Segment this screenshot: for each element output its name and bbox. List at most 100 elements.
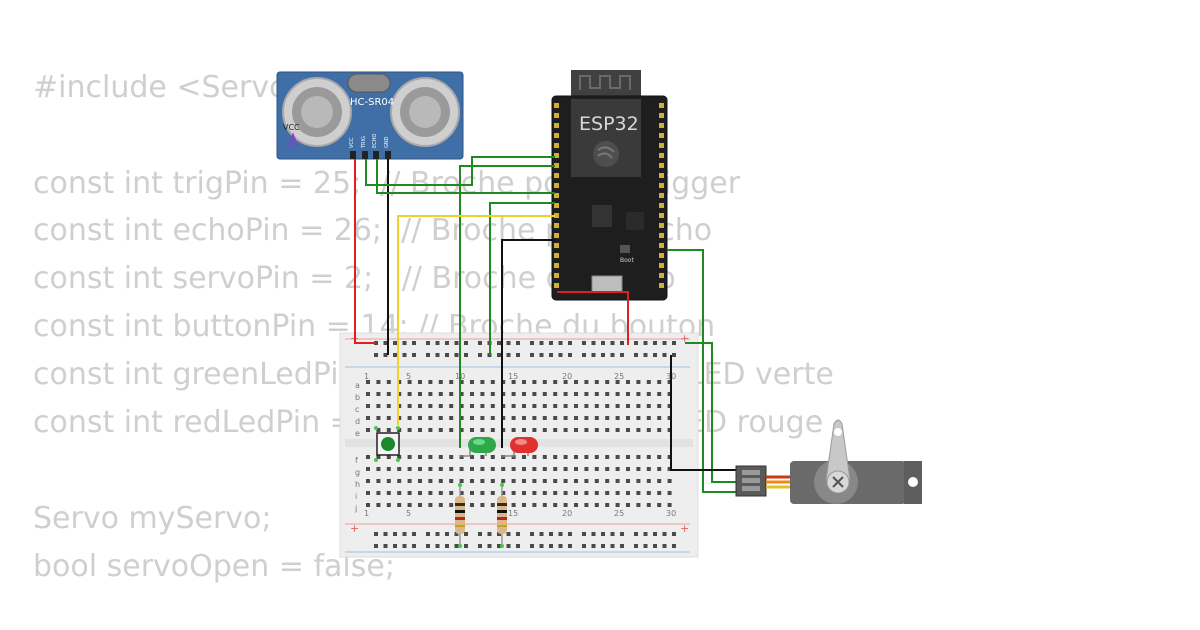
breadboard-hole [386, 428, 391, 432]
breadboard-hole [662, 341, 667, 345]
breadboard-hole [374, 353, 378, 357]
breadboard-hole [542, 392, 547, 396]
esp32-pin[interactable] [659, 163, 664, 168]
esp32-pin[interactable] [554, 163, 559, 168]
breadboard-hole [594, 491, 599, 495]
breadboard-hole [435, 353, 440, 357]
esp32-pin[interactable] [659, 123, 664, 128]
breadboard-hole [376, 428, 381, 432]
breadboard-hole [412, 341, 416, 345]
esp32-pin[interactable] [659, 133, 664, 138]
breadboard-hole [667, 404, 672, 408]
breadboard-hole [568, 353, 572, 357]
green-led[interactable] [460, 437, 496, 457]
esp32-pin[interactable] [659, 203, 664, 208]
breadboard-hole [532, 503, 537, 507]
breadboard-hole [428, 503, 433, 507]
breadboard-hole [438, 467, 443, 471]
esp32-pin[interactable] [659, 153, 664, 158]
breadboard-hole [653, 353, 657, 357]
breadboard-hole [584, 479, 589, 483]
breadboard-hole [657, 428, 662, 432]
esp32-pin[interactable] [554, 173, 559, 178]
esp32-pin[interactable] [554, 273, 559, 278]
breadboard-hole [374, 532, 378, 536]
esp32-pin[interactable] [659, 233, 664, 238]
esp32-pin[interactable] [659, 263, 664, 268]
esp32-pin[interactable] [554, 253, 559, 258]
esp32-pin[interactable] [659, 213, 664, 218]
breadboard-hole [412, 544, 416, 548]
esp32-pin[interactable] [554, 103, 559, 108]
breadboard-hole [428, 380, 433, 384]
breadboard-hole [558, 532, 563, 536]
breadboard-hole [636, 416, 641, 420]
esp32-pin[interactable] [554, 223, 559, 228]
breadboard-hole [480, 455, 485, 459]
esp32-pin[interactable] [659, 103, 664, 108]
esp32-pin[interactable] [659, 183, 664, 188]
breadboard-hole [480, 491, 485, 495]
breadboard-hole [393, 353, 397, 357]
breadboard-hole [449, 428, 454, 432]
breadboard-hole [501, 479, 506, 483]
breadboard-hole [506, 532, 511, 536]
esp32-pin[interactable] [554, 263, 559, 268]
sensor-pin-label: TRIG [361, 136, 367, 149]
esp32-pin[interactable] [554, 203, 559, 208]
esp32-pin[interactable] [554, 143, 559, 148]
esp32-pin[interactable] [554, 183, 559, 188]
esp32-pin[interactable] [554, 283, 559, 288]
breadboard-hole [478, 532, 482, 536]
esp32-pin[interactable] [659, 283, 664, 288]
breadboard-hole [568, 544, 572, 548]
esp32-pin[interactable] [554, 153, 559, 158]
breadboard-hole [438, 503, 443, 507]
esp32-pin[interactable] [659, 223, 664, 228]
esp32-pin[interactable] [659, 113, 664, 118]
ultrasonic-sensor[interactable]: HC-SR04 VCC TRIG ECHO GND VCC [276, 71, 464, 160]
breadboard-hole [563, 503, 568, 507]
breadboard-hole [574, 428, 578, 432]
breadboard-hole [553, 503, 558, 507]
esp32-pin[interactable] [659, 273, 664, 278]
breadboard-hole [553, 392, 558, 396]
red-led[interactable] [502, 437, 538, 457]
row-letter: h [355, 480, 360, 489]
esp32-pin[interactable] [554, 133, 559, 138]
servo-motor[interactable] [735, 419, 922, 504]
esp32-pin[interactable] [554, 243, 559, 248]
breadboard-hole [490, 455, 495, 459]
breadboard-hole [449, 380, 454, 384]
esp32-pin[interactable] [554, 193, 559, 198]
esp32-pin[interactable] [554, 113, 559, 118]
breadboard-hole [402, 341, 407, 345]
esp32-pin[interactable] [659, 243, 664, 248]
breadboard-hole [470, 455, 474, 459]
breadboard-hole [366, 380, 370, 384]
boot-label: Boot [620, 257, 634, 264]
row-letter: f [355, 456, 358, 465]
esp32-board[interactable]: ESP32 Boot [551, 70, 668, 301]
breadboard-hole [490, 380, 495, 384]
breadboard-hole [449, 392, 454, 396]
esp32-pin[interactable] [554, 123, 559, 128]
esp32-pin[interactable] [659, 193, 664, 198]
breadboard-hole [667, 455, 672, 459]
esp32-pin[interactable] [554, 233, 559, 238]
esp32-pin[interactable] [659, 253, 664, 258]
breadboard-hole [511, 380, 516, 384]
esp32-pin[interactable] [659, 173, 664, 178]
breadboard-hole [376, 380, 381, 384]
cursor-icon [287, 132, 299, 150]
breadboard-hole [662, 532, 667, 536]
esp32-pin[interactable] [554, 213, 559, 218]
breadboard-hole [397, 380, 402, 384]
esp32-pin[interactable] [659, 143, 664, 148]
breadboard-hole [397, 491, 402, 495]
breadboard-hole [522, 491, 526, 495]
push-button[interactable] [374, 426, 400, 462]
breadboard-hole [636, 392, 641, 396]
breadboard-hole [438, 491, 443, 495]
